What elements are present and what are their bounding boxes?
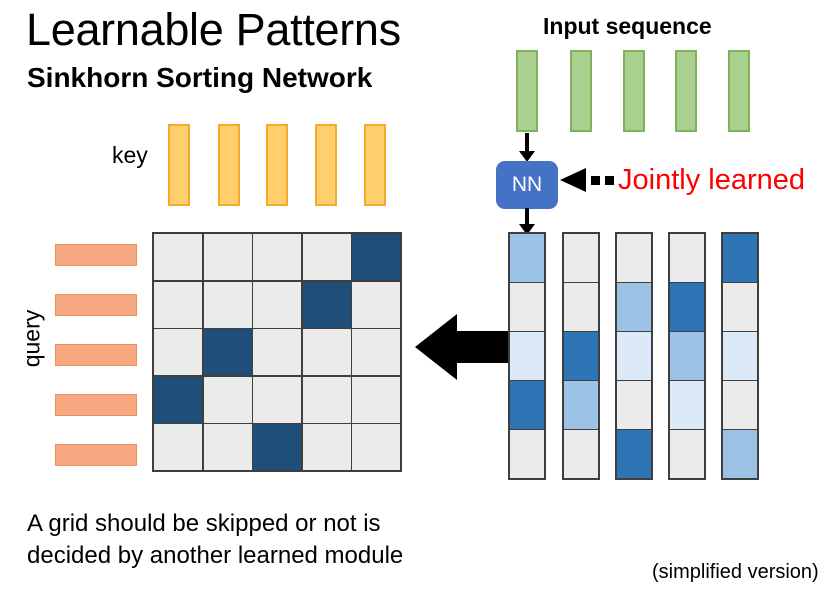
soft-cell [723, 283, 757, 331]
query-axis-label: query [18, 309, 45, 368]
soft-cell [564, 283, 598, 331]
soft-cell [670, 381, 704, 429]
soft-cell [510, 283, 544, 331]
bottom-caption: A grid should be skipped or not is decid… [27, 510, 404, 569]
soft-column [562, 232, 600, 480]
permutation-cell [203, 234, 252, 280]
jointly-learned-annotation: Jointly learned [618, 164, 805, 196]
soft-cell [617, 430, 651, 478]
soft-cell [670, 283, 704, 331]
key-bar [315, 124, 337, 206]
soft-column [721, 232, 759, 480]
soft-cell [617, 332, 651, 380]
dotted-arrow-icon [560, 166, 620, 194]
soft-cell [670, 234, 704, 282]
simplified-version-note: (simplified version) [652, 561, 819, 583]
permutation-cell [154, 329, 202, 375]
permutation-cell [352, 424, 400, 470]
down-arrow-to-nn-icon [518, 133, 536, 162]
query-bar [55, 444, 137, 466]
down-arrow-from-nn-icon [518, 208, 536, 235]
permutation-cell [203, 376, 252, 423]
permutation-matrix [152, 232, 402, 472]
permutation-cell [253, 329, 301, 375]
permutation-cell [203, 329, 252, 375]
permutation-cell [302, 424, 351, 470]
soft-cell [723, 430, 757, 478]
soft-cell [510, 332, 544, 380]
permutation-cell [302, 329, 351, 375]
permutation-cell [352, 234, 400, 280]
nn-label: NN [511, 173, 543, 196]
soft-cell [510, 234, 544, 282]
input-sequence-bar [675, 50, 697, 132]
input-sequence-bar [516, 50, 538, 132]
query-bar [55, 244, 137, 266]
soft-cell [723, 381, 757, 429]
soft-cell [617, 283, 651, 331]
key-bar [168, 124, 190, 206]
nn-module-box[interactable]: NN [496, 161, 558, 209]
permutation-cell [253, 234, 301, 280]
permutation-cell [302, 376, 351, 423]
permutation-cell [154, 281, 202, 328]
query-bar [55, 294, 137, 316]
soft-cell [510, 381, 544, 429]
permutation-cell [302, 234, 351, 280]
soft-cell [617, 234, 651, 282]
soft-cell [670, 332, 704, 380]
key-bar [266, 124, 288, 206]
soft-cell [617, 381, 651, 429]
soft-cell [564, 381, 598, 429]
permutation-cell [253, 376, 301, 423]
soft-column [508, 232, 546, 480]
permutation-cell [352, 329, 400, 375]
query-bar [55, 394, 137, 416]
soft-cell [670, 430, 704, 478]
query-bar [55, 344, 137, 366]
permutation-cell [154, 376, 202, 423]
permutation-cell [203, 281, 252, 328]
soft-column [668, 232, 706, 480]
left-arrow-icon [415, 312, 511, 382]
permutation-cell [302, 281, 351, 328]
key-bar [364, 124, 386, 206]
soft-cell [564, 332, 598, 380]
input-sequence-bar [570, 50, 592, 132]
permutation-cell [253, 281, 301, 328]
soft-cell [564, 234, 598, 282]
key-axis-label: key [112, 142, 148, 168]
page-subtitle: Sinkhorn Sorting Network [27, 62, 373, 93]
permutation-cell [253, 424, 301, 470]
permutation-cell [154, 234, 202, 280]
key-bar [218, 124, 240, 206]
soft-cell [564, 430, 598, 478]
soft-cell [723, 234, 757, 282]
input-sequence-label: Input sequence [543, 13, 712, 39]
permutation-cell [203, 424, 252, 470]
soft-cell [510, 430, 544, 478]
permutation-cell [352, 376, 400, 423]
soft-cell [723, 332, 757, 380]
input-sequence-bar [728, 50, 750, 132]
permutation-cell [154, 424, 202, 470]
input-sequence-bar [623, 50, 645, 132]
permutation-cell [352, 281, 400, 328]
soft-column [615, 232, 653, 480]
page-title: Learnable Patterns [26, 4, 401, 55]
